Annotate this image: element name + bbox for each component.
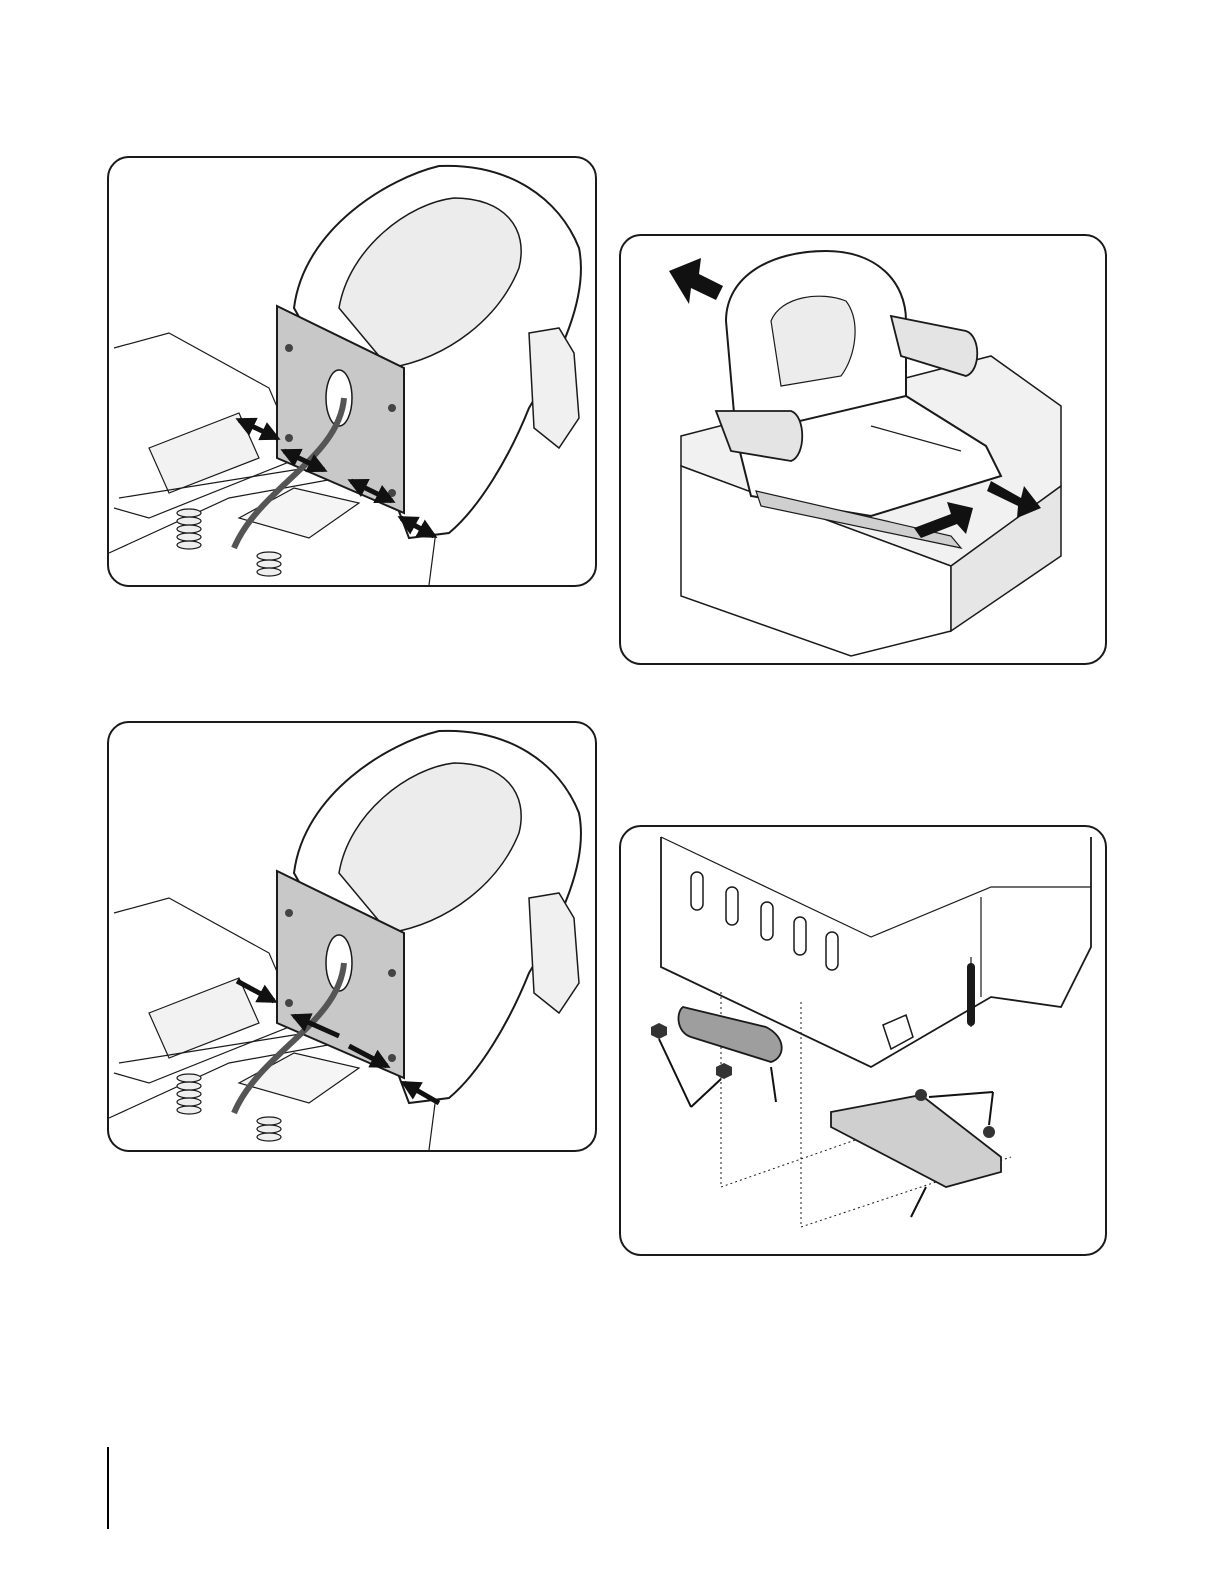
- seat-install-illustration: [109, 723, 595, 1150]
- figure-seat-bracket-install: [107, 721, 597, 1152]
- figure-seat-adjust: [619, 234, 1107, 665]
- seat-back-panel: [771, 296, 855, 386]
- figure-footrest-assembly: [619, 825, 1107, 1256]
- footrest-plate: [831, 1095, 1001, 1187]
- figure-seat-bracket-removal: [107, 156, 597, 587]
- seat-side-bracket: [529, 328, 579, 448]
- page-margin-rule: [107, 1447, 109, 1529]
- footrest-illustration: [621, 827, 1105, 1254]
- seat-side-bracket: [529, 893, 579, 1013]
- seat-bracket-illustration: [109, 158, 595, 585]
- seat-adjust-illustration: [621, 236, 1105, 663]
